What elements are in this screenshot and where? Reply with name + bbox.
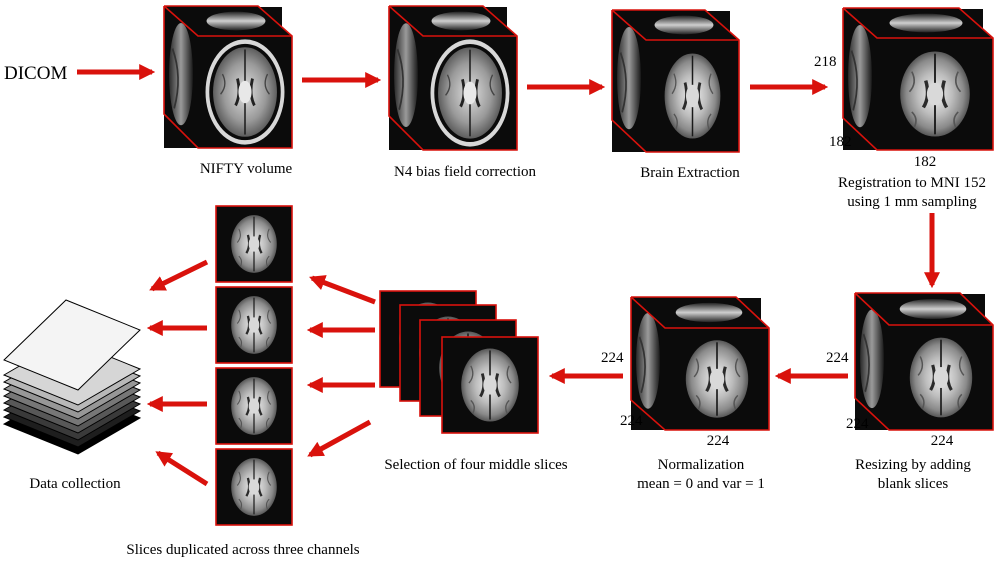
duplicated-slices-column bbox=[215, 205, 293, 526]
normalization-caption-line1: Normalization bbox=[658, 457, 745, 473]
registration-caption-line2: using 1 mm sampling bbox=[847, 194, 977, 210]
normalization-dim-depth: 224 bbox=[620, 413, 643, 429]
arrow-selection-to-slice-4 bbox=[307, 419, 372, 458]
duplicated-slice-3 bbox=[215, 367, 293, 445]
resizing-dim-depth: 224 bbox=[846, 416, 869, 432]
registration-axial-face bbox=[877, 38, 993, 150]
registration-dim-depth: 182 bbox=[829, 134, 852, 150]
registration-dim-bottom: 182 bbox=[914, 154, 937, 170]
selected-slice-4 bbox=[441, 336, 539, 434]
selection-slice-stack bbox=[379, 290, 539, 434]
resizing-axial-face bbox=[889, 325, 993, 430]
arrow-slice-1-to-collection bbox=[149, 259, 209, 292]
arrow-slice-4-to-collection bbox=[155, 450, 209, 487]
nifty-volume-cube bbox=[163, 5, 293, 149]
normalization-dim-bottom: 224 bbox=[707, 433, 730, 449]
brain-extraction-cube bbox=[611, 9, 740, 153]
nifty-volume-caption: NIFTY volume bbox=[200, 161, 293, 177]
data-collection-stack bbox=[2, 299, 142, 455]
n4-bias-caption: N4 bias field correction bbox=[394, 164, 537, 180]
brain-extraction-caption: Brain Extraction bbox=[640, 165, 740, 181]
normalization-axial-face bbox=[665, 328, 769, 430]
registration-dim-left: 218 bbox=[814, 54, 837, 70]
resizing-dim-left: 224 bbox=[826, 350, 849, 366]
arrows bbox=[77, 63, 941, 487]
data-collection-caption: Data collection bbox=[29, 476, 121, 492]
duplicated-slice-4 bbox=[215, 448, 293, 526]
resizing-dim-bottom: 224 bbox=[931, 433, 954, 449]
registration-caption-line1: Registration to MNI 152 bbox=[838, 175, 986, 191]
duplication-caption: Slices duplicated across three channels bbox=[126, 542, 359, 558]
normalization-dim-left: 224 bbox=[601, 350, 624, 366]
extraction-axial-face bbox=[646, 40, 739, 152]
registration-cube bbox=[842, 7, 994, 151]
resizing-caption-line1: Resizing by adding bbox=[855, 457, 971, 473]
resizing-caption-line2: blank slices bbox=[878, 476, 949, 492]
arrow-selection-to-slice-1 bbox=[309, 275, 376, 305]
normalization-cube bbox=[630, 296, 770, 431]
n4-axial-face bbox=[423, 36, 517, 150]
normalization-caption-line2: mean = 0 and var = 1 bbox=[637, 476, 765, 492]
resizing-cube bbox=[854, 292, 994, 431]
duplicated-slice-1 bbox=[215, 205, 293, 283]
nifty-axial-face bbox=[198, 36, 292, 148]
n4-bias-cube bbox=[388, 5, 518, 151]
selection-caption: Selection of four middle slices bbox=[384, 457, 567, 473]
duplicated-slice-2 bbox=[215, 286, 293, 364]
dicom-label: DICOM bbox=[4, 63, 67, 84]
